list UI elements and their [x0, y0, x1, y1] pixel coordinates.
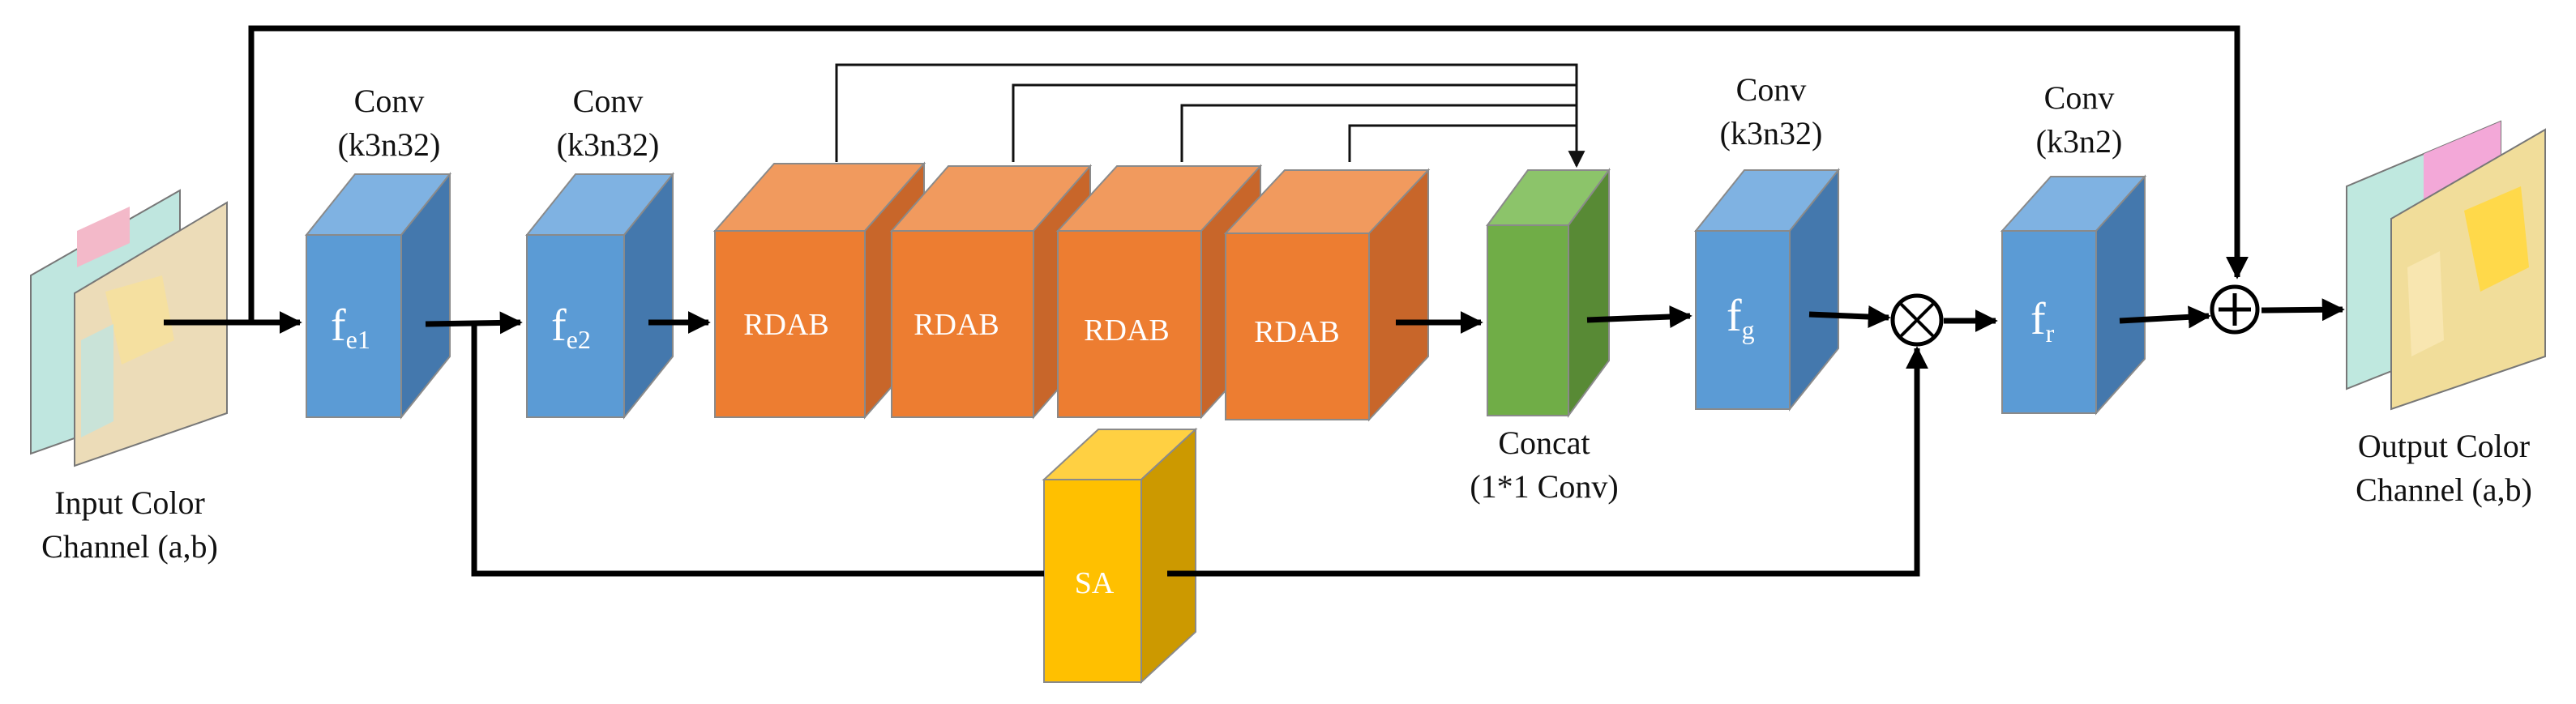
- fr-label-main: f: [2030, 294, 2046, 344]
- sa-label: SA: [1075, 566, 1115, 600]
- sa-block: SA: [1042, 427, 1198, 685]
- fg-label-main: f: [1727, 291, 1742, 341]
- concat-caption-line2: (1*1 Conv): [1470, 468, 1618, 505]
- rdab-1-label: RDAB: [743, 308, 829, 342]
- fe2-label-main: f: [551, 301, 567, 351]
- rdab-block-3: RDAB: [1055, 164, 1263, 420]
- data-flow-wires: [164, 25, 2345, 577]
- output-color-channel-images: [2346, 120, 2546, 411]
- fe1-caption-line2: (k3n32): [338, 126, 441, 163]
- add-operator: ⊕: [2210, 284, 2260, 335]
- fe1-label-main: f: [331, 301, 346, 351]
- dense-connections: [835, 63, 1585, 169]
- input-color-channel-images: [30, 189, 228, 467]
- fe2-caption-line1: Conv: [573, 83, 644, 119]
- svg-text:fr: fr: [2030, 294, 2055, 348]
- fg-caption-line2: (k3n32): [1720, 115, 1823, 151]
- rdab-3-label: RDAB: [1084, 314, 1170, 348]
- concat-caption-line1: Concat: [1498, 425, 1590, 461]
- conv-block-fe1: fe1: [304, 172, 452, 420]
- conv-block-fg: fg: [1693, 168, 1841, 412]
- input-caption-line2: Channel (a,b): [41, 528, 218, 565]
- svg-text:fe2: fe2: [551, 301, 591, 354]
- fe2-label-sub: e2: [567, 325, 591, 354]
- fr-caption-line2: (k3n2): [2036, 123, 2123, 160]
- fr-label-sub: r: [2046, 318, 2055, 348]
- conv-block-fr: fr: [2000, 174, 2147, 416]
- fe1-caption-line1: Conv: [354, 83, 425, 119]
- input-caption-line1: Input Color: [54, 484, 205, 521]
- fg-caption-line1: Conv: [1736, 71, 1807, 108]
- fr-caption-line1: Conv: [2044, 79, 2115, 116]
- rdab-4-label: RDAB: [1254, 315, 1340, 349]
- svg-text:fg: fg: [1727, 291, 1755, 344]
- rdab-block-4: RDAB: [1223, 168, 1431, 422]
- output-caption-line2: Channel (a,b): [2356, 471, 2532, 508]
- fe1-label-sub: e1: [346, 325, 370, 354]
- concat-block: [1486, 167, 1611, 419]
- fg-label-sub: g: [1742, 315, 1755, 344]
- output-caption-line1: Output Color: [2358, 428, 2530, 464]
- fe2-caption-line2: (k3n32): [557, 126, 660, 163]
- conv-block-fe2: fe2: [524, 172, 675, 420]
- svg-text:fe1: fe1: [331, 301, 370, 354]
- rdab-2-label: RDAB: [914, 308, 999, 342]
- multiply-operator: ⊗: [1890, 293, 1944, 347]
